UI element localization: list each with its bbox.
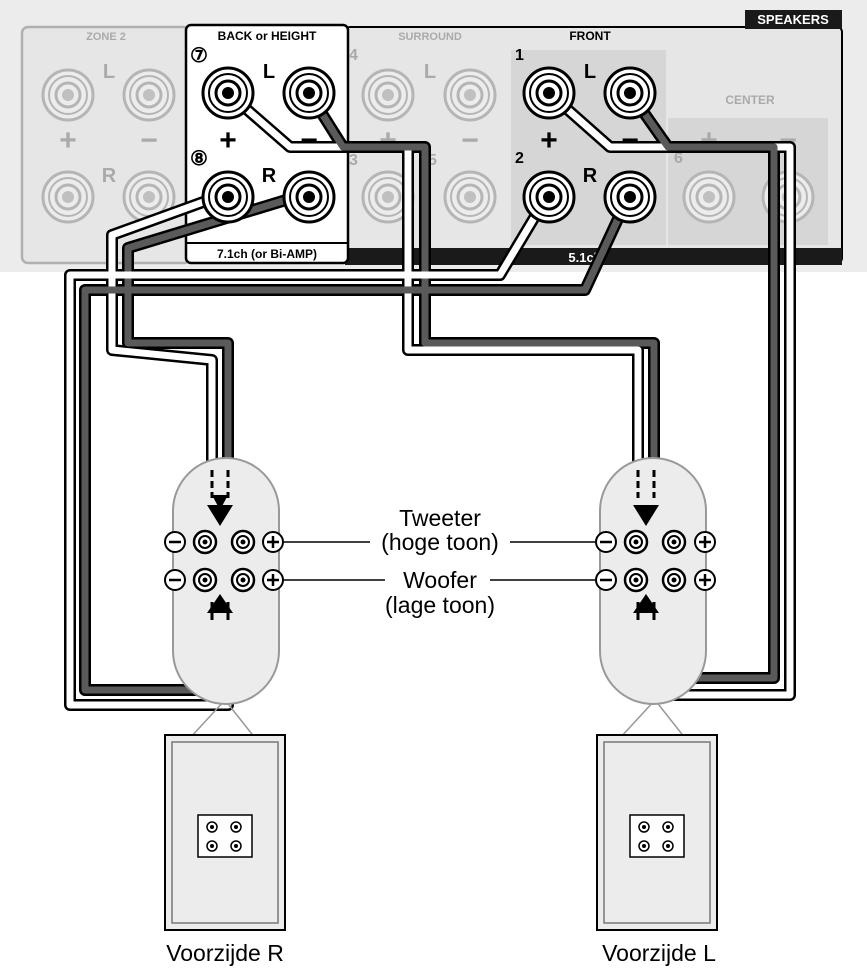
- woofer-plus-left: [693, 568, 717, 592]
- tweeter-arrowhead-right: [207, 505, 233, 526]
- front-right-minus-terminal: [603, 170, 657, 224]
- marker-6: 6: [674, 150, 683, 167]
- zone2-plus: +: [59, 124, 77, 157]
- front-plus: +: [540, 124, 558, 157]
- back-height-label: BACK or HEIGHT: [218, 29, 317, 43]
- back-right-minus-terminal: [282, 170, 336, 224]
- woofer-minus-right: [163, 568, 187, 592]
- front-right-plus-terminal: [522, 170, 576, 224]
- woofer-plus-terminal-right: [230, 567, 256, 593]
- marker-7: ⑦: [190, 45, 208, 67]
- marker-8: ⑧: [190, 148, 208, 170]
- front-left-label: Voorzijde L: [602, 940, 716, 966]
- marker-3: 3: [349, 152, 358, 169]
- woofer-arrowhead-left: [633, 594, 659, 613]
- tweeter-minus-right: [163, 530, 187, 554]
- front-label: FRONT: [569, 29, 611, 43]
- tweeter-minus-left: [594, 530, 618, 554]
- tweeter-minus-terminal-left: [623, 529, 649, 555]
- back-left-letter: L: [263, 61, 275, 83]
- surround-minus: −: [461, 124, 479, 157]
- back-plus: +: [219, 124, 237, 157]
- front-left-plus-terminal: [522, 66, 576, 120]
- center-label: CENTER: [725, 93, 775, 107]
- front-right-speaker: [163, 457, 286, 931]
- tweeter-label: Tweeter: [399, 505, 481, 531]
- speakers-tag: [745, 10, 842, 29]
- woofer-minus-left: [594, 568, 618, 592]
- tweeter-plus-left: [693, 530, 717, 554]
- back-right-letter: R: [262, 165, 277, 187]
- marker-4: 4: [349, 47, 358, 64]
- speaker-box-terminals-right: [197, 814, 253, 858]
- surround-left-minus-terminal: [443, 68, 497, 122]
- zone2-right-plus-terminal: [41, 170, 95, 224]
- callouts: Tweeter (hoge toon) Woofer (lage toon) V…: [166, 505, 716, 966]
- woofer-arrowhead-right: [207, 594, 233, 613]
- front-right-letter: R: [583, 165, 598, 187]
- tweeter-minus-terminal-right: [192, 529, 218, 555]
- speakers-bar: [345, 248, 842, 265]
- front-right-label: Voorzijde R: [166, 940, 284, 966]
- zone2-left-minus-terminal: [122, 68, 176, 122]
- tweeter-plus-terminal-left: [661, 529, 687, 555]
- tweeter-plus-terminal-right: [230, 529, 256, 555]
- back-left-plus-terminal: [201, 66, 255, 120]
- zone2-left-letter: L: [103, 61, 115, 83]
- front-left-speaker: [594, 457, 718, 931]
- speakers-tag-label: SPEAKERS: [757, 12, 829, 27]
- front-left-minus-terminal: [603, 66, 657, 120]
- marker-1: 1: [515, 47, 524, 64]
- front-left-letter: L: [584, 61, 596, 83]
- zone2-label: ZONE 2: [86, 31, 126, 43]
- zone2-left-plus-terminal: [41, 68, 95, 122]
- surround-label: SURROUND: [398, 31, 462, 43]
- tweeter-plus-right: [261, 530, 285, 554]
- woofer-plus-terminal-left: [661, 567, 687, 593]
- tweeter-arrow-right: [212, 495, 228, 510]
- back-left-minus-terminal: [282, 66, 336, 120]
- woofer-minus-terminal-left: [623, 567, 649, 593]
- center-plus-terminal: [682, 170, 736, 224]
- marker-2: 2: [515, 150, 524, 167]
- zone2-right-letter: R: [102, 165, 117, 187]
- surround-left-plus-terminal: [361, 68, 415, 122]
- surround-right-minus-terminal: [443, 170, 497, 224]
- tweeter-arrowhead-left: [633, 505, 659, 526]
- woofer-label: Woofer: [403, 567, 477, 593]
- woofer-plus-right: [261, 568, 285, 592]
- speaker-box-terminals-left: [629, 814, 685, 858]
- bi-amp-label: 7.1ch (or Bi-AMP): [217, 247, 317, 261]
- surround-left-letter: L: [424, 61, 436, 83]
- woofer-minus-terminal-right: [192, 567, 218, 593]
- tweeter-sub-label: (hoge toon): [381, 529, 499, 555]
- marker-5: 5: [428, 152, 437, 169]
- woofer-sub-label: (lage toon): [385, 592, 495, 618]
- back-right-plus-terminal: [201, 170, 255, 224]
- zone2-minus: −: [140, 124, 158, 157]
